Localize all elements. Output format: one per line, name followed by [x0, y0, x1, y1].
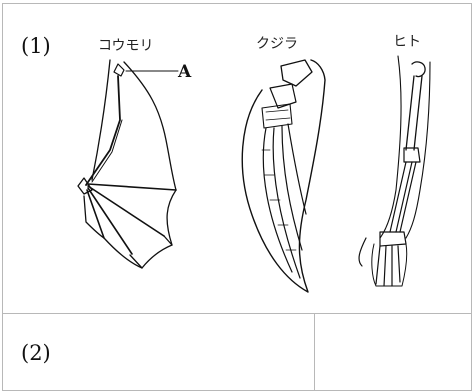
- whale-flipper-outline: [242, 60, 325, 292]
- human-arm-drawing: [359, 56, 430, 286]
- bat-finger-1: [88, 184, 176, 190]
- whale-digit-2: [273, 128, 300, 278]
- human-fingers: [376, 246, 400, 286]
- human-forearm: [390, 162, 416, 232]
- human-humerus: [406, 76, 422, 150]
- whale-humerus: [281, 60, 312, 86]
- bat-membrane-top: [124, 62, 176, 190]
- bat-finger-2: [88, 186, 164, 236]
- bat-thumb: [114, 64, 124, 76]
- human-arm-outline-left: [380, 56, 401, 238]
- human-shoulder: [412, 62, 425, 77]
- bat-wing-drawing: [78, 60, 178, 268]
- whale-radius-ulna: [270, 84, 296, 108]
- whale-digit-4: [288, 124, 306, 214]
- human-thumb: [359, 238, 366, 266]
- whale-flipper-drawing: [242, 60, 325, 292]
- human-hand-outline: [372, 244, 407, 286]
- human-wrist: [380, 232, 406, 246]
- bat-arm-bones: [86, 76, 120, 185]
